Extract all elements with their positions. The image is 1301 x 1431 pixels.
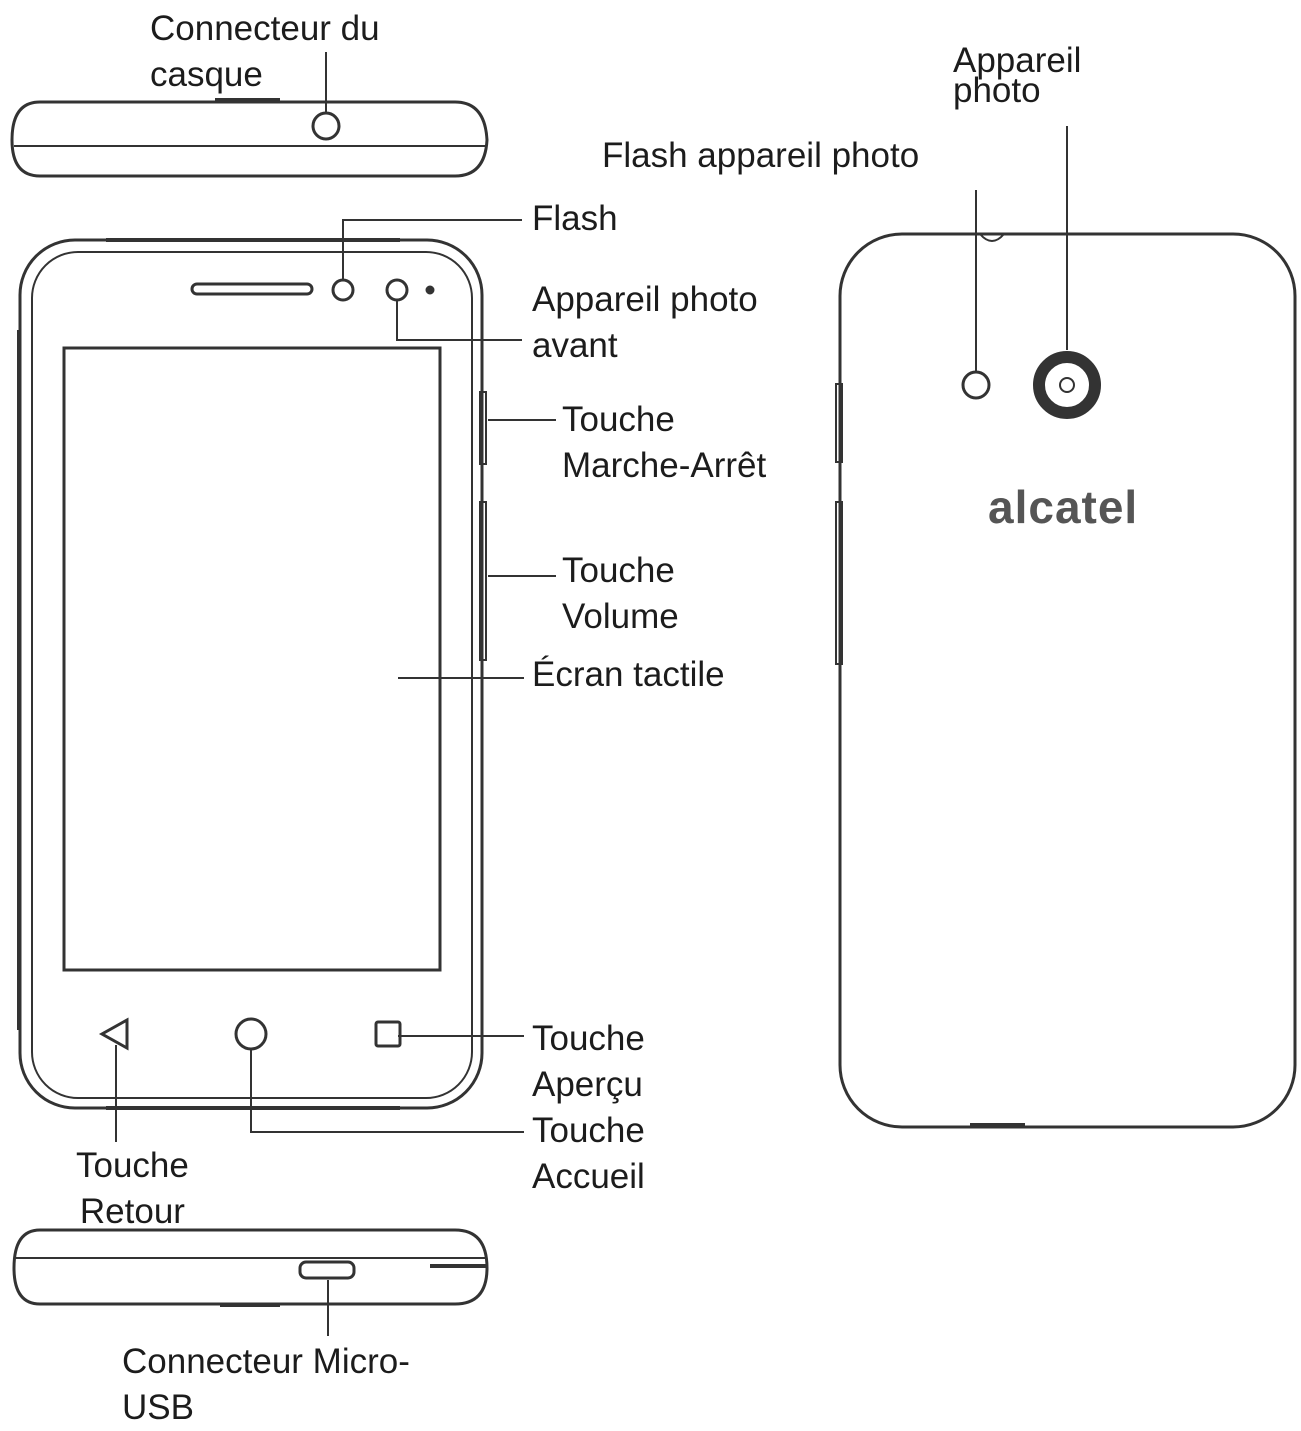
alcatel-logo: alcatel xyxy=(988,480,1138,534)
label-back-key: Touche Retour xyxy=(76,1143,189,1235)
label-flash: Flash xyxy=(532,196,618,242)
label-line: Marche-Arrêt xyxy=(562,446,767,485)
label-line: casque xyxy=(150,55,263,94)
label-line: photo xyxy=(953,71,1041,110)
label-line: Touche xyxy=(562,400,675,439)
label-line: USB xyxy=(122,1388,194,1427)
label-line: Flash appareil photo xyxy=(602,136,920,175)
micro-usb-port-icon xyxy=(298,1260,356,1280)
label-line: Volume xyxy=(562,597,679,636)
label-line: Flash xyxy=(532,199,618,238)
label-touchscreen: Écran tactile xyxy=(532,652,725,698)
label-power-key: Touche Marche-Arrêt xyxy=(562,397,766,489)
label-line: Aperçu xyxy=(532,1065,643,1104)
label-line: Écran tactile xyxy=(532,655,725,694)
recent-key-icon[interactable] xyxy=(374,1020,402,1048)
phone-front xyxy=(17,238,487,1110)
home-key-icon[interactable] xyxy=(234,1017,268,1051)
front-camera-icon xyxy=(385,278,409,302)
phone-top-edge xyxy=(10,98,489,178)
logo-text: alcatel xyxy=(988,481,1139,533)
label-line: Connecteur Micro- xyxy=(122,1342,410,1381)
label-line: Accueil xyxy=(532,1157,645,1196)
label-line: Touche xyxy=(562,551,675,590)
rear-camera-icon xyxy=(1033,351,1101,419)
headset-jack-icon xyxy=(311,111,341,141)
label-recent-key: Touche Aperçu xyxy=(532,1016,645,1108)
label-line: Retour xyxy=(79,1192,185,1231)
phone-bottom-edge xyxy=(12,1228,489,1307)
label-volume-key: Touche Volume xyxy=(562,548,679,640)
front-flash-icon xyxy=(331,278,355,302)
back-key-icon[interactable] xyxy=(98,1017,129,1051)
label-line: avant xyxy=(532,326,618,365)
label-micro-usb: Connecteur Micro- USB xyxy=(122,1339,410,1431)
label-line: Appareil xyxy=(953,41,1082,80)
label-home-key: Touche Accueil xyxy=(532,1108,645,1200)
touchscreen[interactable] xyxy=(62,346,442,972)
label-headset-connector: Connecteur du casque xyxy=(150,6,380,98)
leader-lines xyxy=(115,52,1068,1336)
label-rear-camera: Appareil photo xyxy=(953,41,1082,110)
sensor-dot-icon xyxy=(425,285,435,295)
phone-back xyxy=(835,232,1297,1129)
earpiece-icon xyxy=(190,282,314,296)
label-line: Touche xyxy=(532,1019,645,1058)
label-camera-flash: Flash appareil photo xyxy=(602,133,919,179)
label-line: Touche xyxy=(76,1146,189,1185)
rear-flash-icon xyxy=(961,370,991,400)
label-line: Connecteur du xyxy=(150,9,380,48)
label-front-camera: Appareil photo avant xyxy=(532,277,758,369)
label-line: Appareil photo xyxy=(532,280,758,319)
label-line: Touche xyxy=(532,1111,645,1150)
